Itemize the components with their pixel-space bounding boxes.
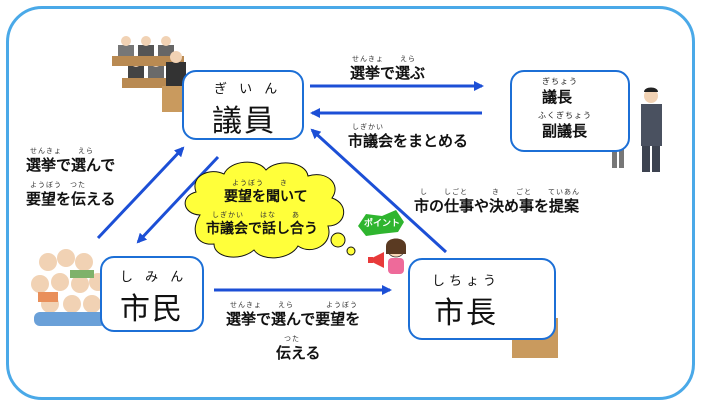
- arrow-mayor-to-council: [310, 128, 448, 254]
- citizens-to-mayor-furigana-1: せんきょ えら ようぼう: [230, 301, 358, 309]
- council-node: ぎ い ん 議員: [182, 70, 304, 140]
- citizens-furigana: し み ん: [120, 270, 188, 285]
- citizens-to-mayor-line-1: 選挙で選んで要望を: [226, 310, 361, 328]
- bubble-line-1: 要望を聞いて: [224, 189, 308, 205]
- bubble-line-2: 市議会で話し合う: [206, 221, 318, 237]
- council-to-chair-text: 選挙で選ぶ: [350, 64, 426, 82]
- chair-to-council-text: 市議会をまとめる: [348, 132, 469, 150]
- speech-cloud: [184, 161, 356, 259]
- chair-furigana: ぎちょう: [542, 77, 578, 86]
- citizens-to-council-furigana-1: せんきょ えら: [30, 147, 94, 155]
- citizens-to-mayor-line-2: 伝える: [276, 344, 321, 362]
- citizens-to-mayor-furigana-2: つた: [284, 335, 300, 343]
- citizens-to-council-furigana-2: ようぼう つた: [30, 181, 86, 189]
- citizens-label: 市民: [120, 292, 184, 327]
- council-to-chair-furigana: せんきょ えら: [352, 55, 416, 63]
- mayor-furigana: しちょう: [432, 274, 501, 289]
- outer-frame: [6, 6, 695, 400]
- council-members-icon: [112, 36, 196, 112]
- mayor-node: しちょう 市長: [408, 258, 556, 340]
- mayor-label: 市長: [434, 296, 498, 331]
- point-badge: [358, 210, 404, 236]
- mayor-to-council-furigana: し しごと き ごと ていあん: [420, 188, 580, 196]
- council-furigana: ぎ い ん: [214, 82, 282, 97]
- citizens-to-council-line-1: 選挙で選んで: [26, 156, 116, 174]
- citizens-to-council-line-2: 要望を伝える: [26, 190, 116, 208]
- arrow-council-to-citizens: [136, 155, 220, 244]
- mayor-to-council-text: 市の仕事や決め事を提案: [414, 197, 580, 215]
- bubble-furigana-2: しぎかい はな あ: [212, 211, 300, 219]
- chair-to-council-furigana: しぎかい: [352, 123, 384, 131]
- point-badge-label: ポイント: [364, 219, 401, 229]
- vice-chair-furigana: ふくぎちょう: [538, 111, 592, 120]
- chair-label: 議長: [542, 88, 573, 106]
- megaphone-girl-icon: [368, 238, 406, 274]
- bubble-furigana-1: ようぼう き: [232, 179, 288, 187]
- arrow-citizens-to-council: [96, 146, 185, 240]
- council-label: 議員: [212, 104, 276, 139]
- chair-node: ぎちょう 議長 ふくぎちょう 副議長: [510, 70, 630, 152]
- citizens-node: し み ん 市民: [100, 256, 204, 332]
- vice-chair-label: 副議長: [542, 122, 588, 140]
- citizens-crowd-icon: [31, 249, 107, 326]
